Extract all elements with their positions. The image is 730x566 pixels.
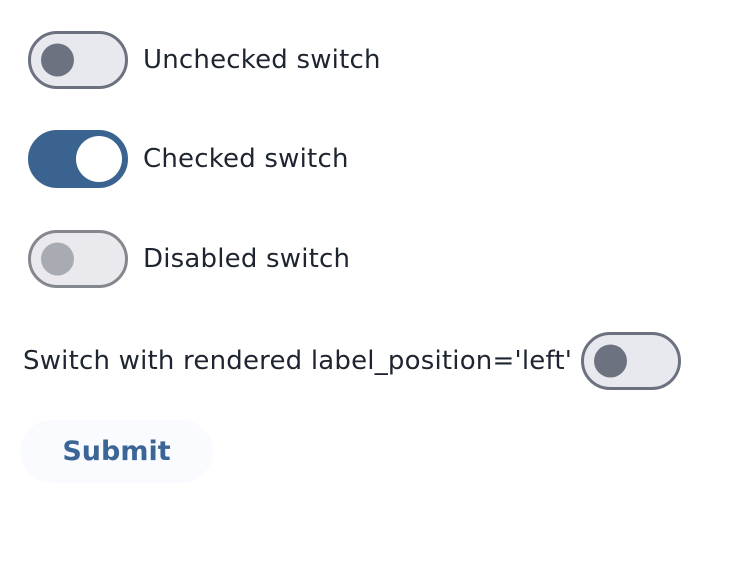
- unchecked-switch-toggle[interactable]: [28, 31, 128, 89]
- disabled-switch-label: Disabled switch: [143, 244, 351, 274]
- switch-row-unchecked: Unchecked switch: [28, 31, 381, 89]
- disabled-switch-toggle: [28, 230, 128, 288]
- unchecked-switch-label: Unchecked switch: [143, 45, 381, 75]
- checked-switch-label: Checked switch: [143, 144, 349, 174]
- checked-switch-toggle[interactable]: [28, 130, 128, 188]
- switch-thumb: [76, 136, 122, 182]
- left-label-switch-label: Switch with rendered label_position='lef…: [23, 346, 573, 376]
- left-label-switch-toggle[interactable]: [581, 332, 682, 390]
- switch-thumb: [594, 344, 628, 378]
- switch-thumb: [41, 242, 74, 276]
- switch-row-checked: Checked switch: [28, 130, 349, 188]
- switch-row-left-label: Switch with rendered label_position='lef…: [23, 331, 682, 391]
- switch-thumb: [41, 43, 74, 77]
- switch-row-disabled: Disabled switch: [28, 230, 350, 288]
- submit-button[interactable]: Submit: [20, 420, 213, 483]
